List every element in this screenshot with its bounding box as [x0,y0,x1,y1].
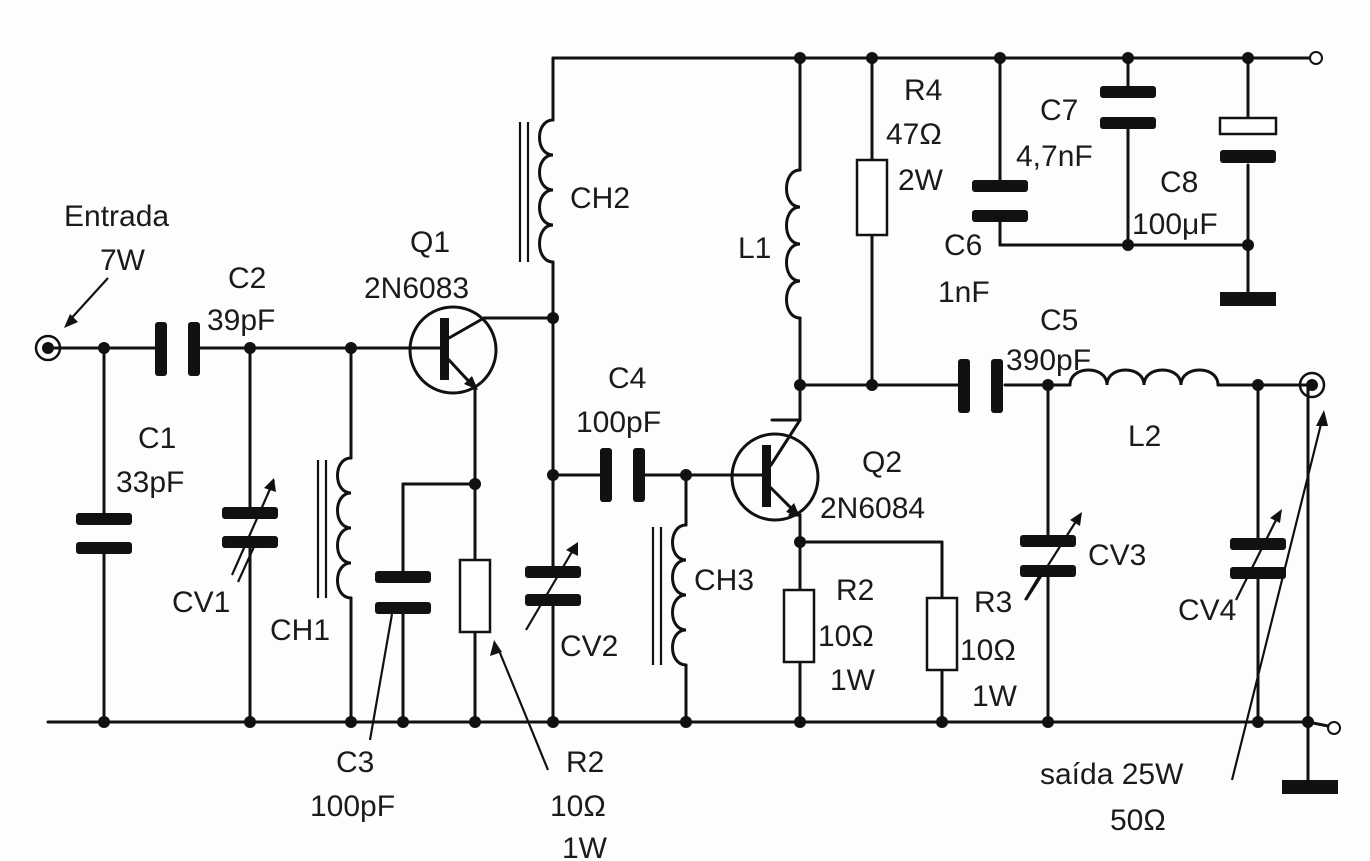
supply-terminal-icon [1309,51,1323,65]
r3-resistor-icon [925,596,959,672]
cv3-variable-capacitor-icon [1020,512,1082,601]
output-connector-pin [1306,379,1318,391]
component-labels: Entrada 7W C2 39pF C1 33pF CV1 CH1 Q1 2N… [64,74,1236,861]
cv4-label: CV4 [1178,594,1236,627]
r2b-power-label: 1W [830,664,876,697]
c6-name-label: C6 [944,229,982,262]
r2b-value-label: 10Ω [818,620,874,653]
l1-label: L1 [738,232,771,265]
c5-name-label: C5 [1040,304,1078,337]
ch1-label: CH1 [270,614,330,647]
r2a-value-label: 10Ω [550,790,606,823]
wires [46,56,1310,787]
c2-capacitor-icon [155,322,200,376]
ch2-choke-icon [518,118,555,264]
r2a-power-label: 1W [562,832,608,861]
c3-capacitor-icon [375,571,431,614]
saida-impedance-label: 50Ω [1110,804,1166,837]
cv2-variable-capacitor-icon [525,542,581,631]
c6-value-label: 1nF [938,276,990,309]
c7-capacitor-icon [1100,86,1156,129]
c3-value-label: 100pF [310,790,395,823]
c4-value-label: 100pF [576,406,661,439]
ch3-label: CH3 [694,564,754,597]
output-connector-icon [1298,371,1326,399]
c4-capacitor-icon [600,448,645,502]
cv1-variable-capacitor-icon [222,478,278,576]
c1-capacitor-icon [76,513,132,554]
input-connector-icon [34,334,62,362]
r2a-resistor-icon [458,558,492,634]
c4-name-label: C4 [608,362,646,395]
c8-electrolytic-capacitor-icon [1218,116,1278,163]
ground-terminal-icon [1327,721,1341,735]
q2-name-label: Q2 [862,446,902,479]
c5-capacitor-icon [958,359,1003,413]
c8-value-label: 100μF [1132,208,1218,241]
r2b-resistor-icon [782,588,816,664]
q2-transistor-icon [730,418,820,522]
ch1-choke-icon [316,456,353,600]
cv1-label: CV1 [172,586,230,619]
c7-name-label: C7 [1040,94,1078,127]
r3-power-label: 1W [972,680,1018,713]
c2-name-label: C2 [228,262,266,295]
output-ground-symbol-icon [1282,780,1338,794]
c5-value-label: 390pF [1006,344,1091,377]
c8-ground-symbol-icon [1220,292,1276,306]
q2-part-label: 2N6084 [820,492,925,525]
cv3-label: CV3 [1088,539,1146,572]
ch2-label: CH2 [570,182,630,215]
ch3-choke-icon [651,523,688,667]
entrada-power-label: 7W [100,244,146,277]
terminals [34,51,1341,794]
l1-inductor-icon [785,168,802,320]
c1-value-label: 33pF [116,466,184,499]
c1-name-label: C1 [138,422,176,455]
c2-value-label: 39pF [207,304,275,337]
c3-name-label: C3 [336,746,374,779]
r2b-name-label: R2 [836,574,874,607]
r4-power-label: 2W [898,164,944,197]
r3-value-label: 10Ω [960,634,1016,667]
q1-part-label: 2N6083 [364,272,469,305]
r4-name-label: R4 [904,74,942,107]
saida-label: saída 25W [1040,758,1184,791]
leader-lines [64,277,1328,781]
q1-name-label: Q1 [410,226,450,259]
l2-inductor-icon [1068,368,1220,387]
q1-transistor-icon [408,305,498,395]
r4-value-label: 47Ω [886,118,942,151]
input-connector-pin [42,342,54,354]
r3-name-label: R3 [974,586,1012,619]
entrada-label: Entrada [64,200,169,233]
r2a-name-label: R2 [566,746,604,779]
l2-label: L2 [1128,420,1161,453]
junction-dots [98,52,1314,728]
c8-name-label: C8 [1160,166,1198,199]
c6-capacitor-icon [972,180,1028,222]
r4-resistor-icon [855,158,889,237]
cv4-variable-capacitor-icon [1230,509,1286,601]
c7-value-label: 4,7nF [1016,140,1093,173]
cv2-label: CV2 [560,630,618,663]
